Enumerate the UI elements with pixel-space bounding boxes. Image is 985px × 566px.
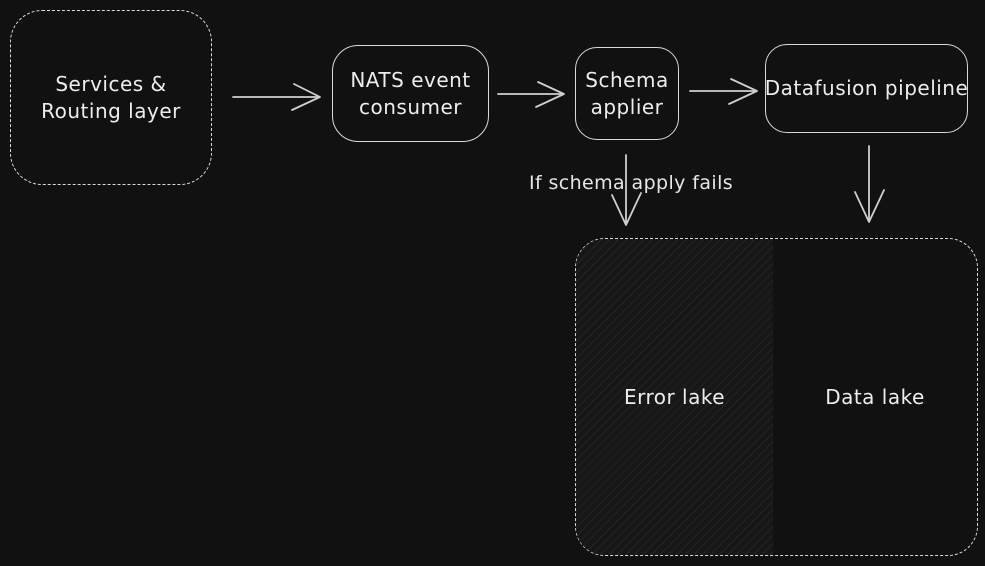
node-error-lake: Error lake — [576, 239, 773, 555]
node-data-lake-label: Data lake — [825, 384, 925, 409]
node-lakes-container: Error lake Data lake — [575, 238, 978, 556]
arrow-nats-to-schema — [497, 81, 565, 108]
node-nats-event-consumer: NATS event consumer — [332, 45, 489, 142]
node-datafusion-pipeline-label: Datafusion pipeline — [764, 76, 969, 100]
node-error-lake-label: Error lake — [623, 384, 726, 409]
edge-label-if-schema-apply-fails: If schema apply fails — [528, 172, 734, 194]
node-services-routing-layer-label: Services & Routing layer — [41, 71, 181, 123]
arrow-datafusion-to-data-lake — [854, 145, 885, 223]
node-datafusion-pipeline: Datafusion pipeline — [765, 44, 968, 133]
node-schema-applier: Schema applier — [575, 47, 679, 140]
node-nats-event-consumer-label: NATS event consumer — [350, 67, 471, 119]
node-services-routing-layer: Services & Routing layer — [10, 10, 212, 185]
node-data-lake: Data lake — [773, 239, 977, 555]
node-schema-applier-label: Schema applier — [585, 67, 669, 119]
arrow-services-to-nats — [232, 83, 321, 111]
arrow-schema-to-datafusion — [689, 78, 758, 105]
